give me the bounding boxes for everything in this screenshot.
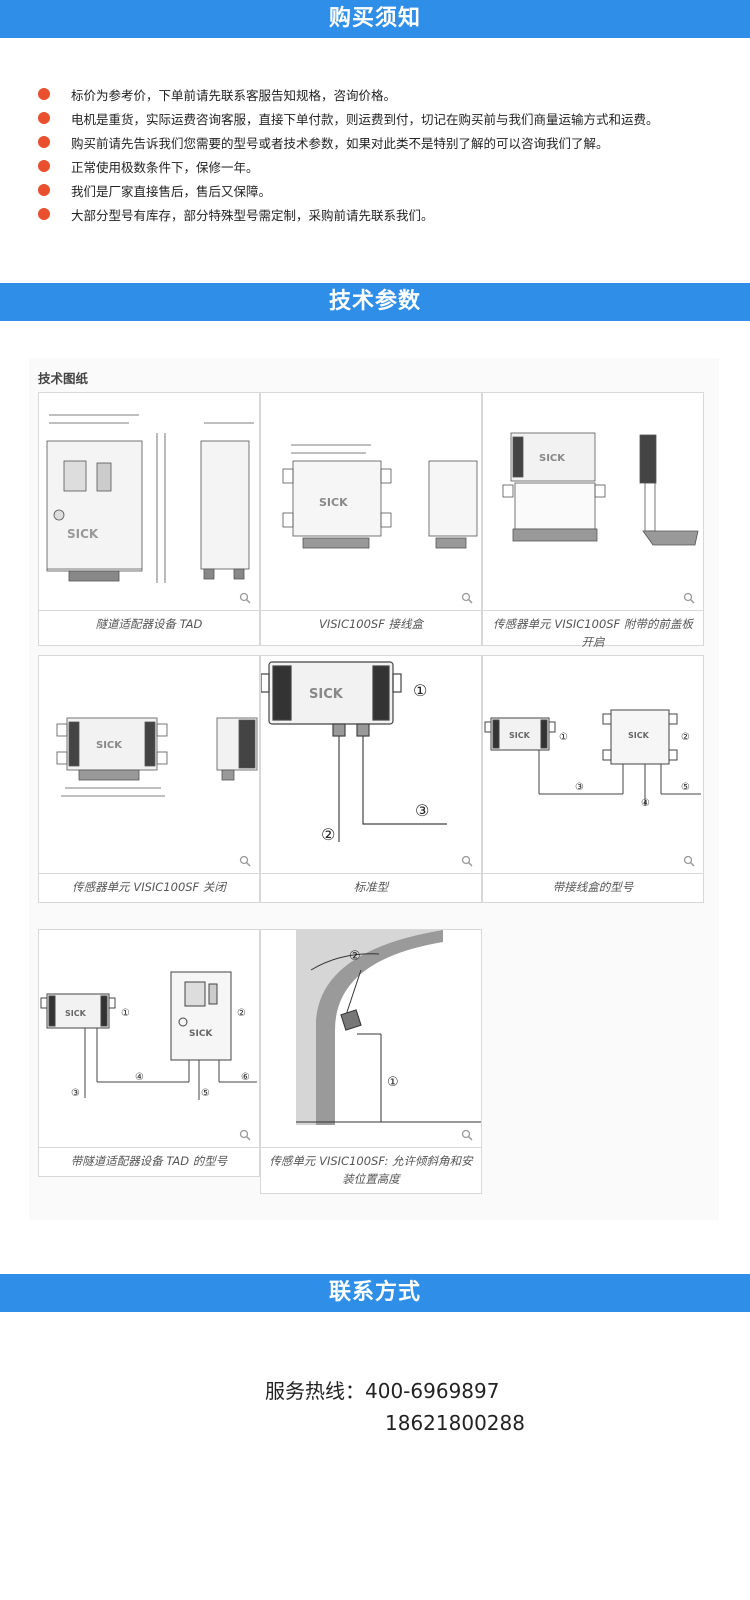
drawing-image[interactable]: SICK [261, 393, 481, 611]
drawing-caption: 隧道适配器设备 TAD [95, 617, 203, 631]
brand-logo: SICK [628, 731, 650, 740]
list-item: 电机是重货，实际运费咨询客服，直接下单付款，则运费到付，切记在购买前与我们商量运… [38, 106, 738, 130]
list-item: 正常使用极数条件下，保修一年。 [38, 154, 738, 178]
drawing-caption: 传感单元 VISIC100SF: 允许倾斜角和安装位置高度 [269, 1154, 473, 1186]
hotline-number[interactable]: 400-6969897 [365, 1379, 500, 1403]
zoom-icon[interactable] [239, 592, 251, 604]
callout-2: ② [237, 1008, 246, 1019]
hotline-row: 服务热线：400-6969897 [265, 1375, 499, 1404]
drawing-caption: 带隧道适配器设备 TAD 的型号 [70, 1154, 228, 1168]
callout-3: ③ [415, 801, 429, 820]
zoom-icon[interactable] [461, 592, 473, 604]
drawing-caption: 传感器单元 VISIC100SF 附带的前盖板开启 [493, 617, 693, 649]
drawing-caption: 带接线盒的型号 [552, 880, 634, 894]
drawing-image[interactable]: ② ① [261, 930, 481, 1148]
panel-title: 技术图纸 [38, 371, 89, 386]
callout-2: ② [349, 949, 361, 964]
drawing-card-tad[interactable]: SICK 隧道适配器设备 TAD [38, 392, 260, 646]
callout-1: ① [413, 681, 427, 700]
drawing-card-with-junction-box[interactable]: SICK SICK ① ② ③ ④ ⑤ 带接线盒的型号 [482, 655, 704, 903]
drawing-card-with-tad[interactable]: SICK SICK ① ② ③ ④ ⑤ ⑥ 带隧道适配器设备 TAD 的型号 [38, 929, 260, 1177]
bullet-icon [38, 208, 50, 220]
bullet-icon [38, 136, 50, 148]
zoom-icon[interactable] [461, 1129, 473, 1141]
section-banner-purchase: 购买须知 [0, 0, 750, 38]
hotline-label: 服务热线： [265, 1379, 365, 1403]
drawing-image[interactable]: SICK [39, 393, 259, 611]
purchase-notes: 标价为参考价，下单前请先联系客服告知规格，咨询价格。 电机是重货，实际运费咨询客… [38, 82, 738, 226]
callout-2: ② [681, 732, 690, 743]
drawing-image[interactable]: SICK SICK ① ② ③ ④ ⑤ ⑥ [39, 930, 259, 1148]
section-title: 联系方式 [328, 1280, 421, 1305]
bullet-icon [38, 88, 50, 100]
zoom-icon[interactable] [683, 855, 695, 867]
list-item: 大部分型号有库存，部分特殊型号需定制，采购前请先联系我们。 [38, 202, 738, 226]
callout-2: ② [321, 825, 335, 844]
drawing-card-sensor-open[interactable]: SICK 传感器单元 VISIC100SF 附带的前盖板开启 [482, 392, 704, 649]
brand-logo: SICK [65, 1009, 87, 1018]
section-banner-tech: 技术参数 [0, 283, 750, 321]
brand-logo: SICK [539, 453, 566, 464]
brand-logo: SICK [319, 496, 348, 509]
list-item: 标价为参考价，下单前请先联系客服告知规格，咨询价格。 [38, 82, 738, 106]
mobile-number[interactable]: 18621800288 [385, 1411, 525, 1435]
section-banner-contact: 联系方式 [0, 1274, 750, 1312]
list-item: 购买前请先告诉我们您需要的型号或者技术参数，如果对此类不是特别了解的可以咨询我们… [38, 130, 738, 154]
drawing-image[interactable]: SICK [483, 393, 703, 611]
brand-logo: SICK [309, 687, 344, 702]
drawing-caption: 标准型 [353, 880, 389, 894]
zoom-icon[interactable] [683, 592, 695, 604]
drawing-card-tilt-mounting[interactable]: ② ① 传感单元 VISIC100SF: 允许倾斜角和安装位置高度 [260, 929, 482, 1194]
callout-6: ⑥ [241, 1072, 250, 1083]
drawing-card-sensor-closed[interactable]: SICK 传感器单元 VISIC100SF 关闭 [38, 655, 260, 903]
drawing-caption: VISIC100SF 接线盒 [319, 617, 423, 631]
callout-4: ④ [641, 798, 650, 809]
callout-5: ⑤ [681, 782, 690, 793]
bullet-icon [38, 184, 50, 196]
zoom-icon[interactable] [239, 1129, 251, 1141]
callout-3: ③ [575, 782, 584, 793]
brand-logo: SICK [96, 740, 123, 751]
callout-5: ⑤ [201, 1088, 210, 1099]
drawing-card-junction-box[interactable]: SICK VISIC100SF 接线盒 [260, 392, 482, 646]
drawings-panel: 技术图纸 SICK [29, 358, 719, 1220]
drawing-image[interactable]: SICK ① ② ③ [261, 656, 481, 874]
drawing-card-standard[interactable]: SICK ① ② ③ 标准型 [260, 655, 482, 903]
brand-logo: SICK [189, 1029, 213, 1039]
list-item: 我们是厂家直接售后，售后又保障。 [38, 178, 738, 202]
drawing-caption: 传感器单元 VISIC100SF 关闭 [72, 880, 226, 894]
brand-logo: SICK [67, 527, 99, 541]
zoom-icon[interactable] [461, 855, 473, 867]
drawing-image[interactable]: SICK SICK ① ② ③ ④ ⑤ [483, 656, 703, 874]
brand-logo: SICK [509, 731, 531, 740]
section-title: 技术参数 [328, 289, 421, 314]
callout-4: ④ [135, 1072, 144, 1083]
section-title: 购买须知 [328, 6, 421, 31]
callout-3: ③ [71, 1088, 80, 1099]
bullet-icon [38, 112, 50, 124]
zoom-icon[interactable] [239, 855, 251, 867]
callout-1: ① [387, 1075, 399, 1090]
bullet-icon [38, 160, 50, 172]
drawing-image[interactable]: SICK [39, 656, 259, 874]
callout-1: ① [559, 732, 568, 743]
callout-1: ① [121, 1008, 130, 1019]
